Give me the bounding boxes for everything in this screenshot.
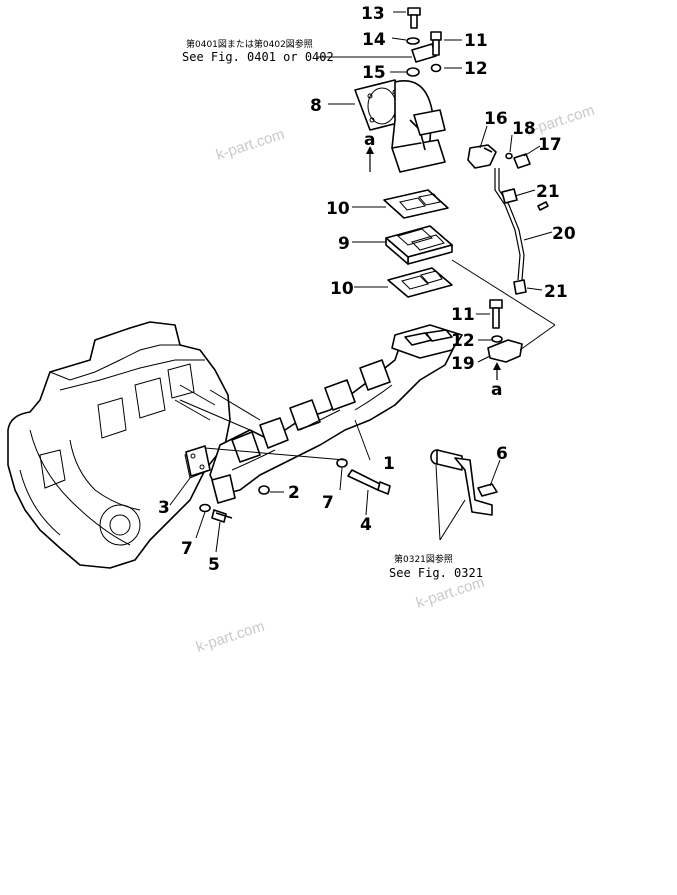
leader-lines xyxy=(169,11,556,553)
callout-14: 14 xyxy=(362,30,386,50)
watermark: k-part.com xyxy=(214,126,287,164)
bracket-19 xyxy=(487,339,523,363)
marker-a-bottom-label: a xyxy=(491,380,502,400)
tube-20 xyxy=(494,168,525,281)
callout-11: 11 xyxy=(451,305,475,325)
watermark: k-part.com xyxy=(194,618,267,656)
callout-10: 10 xyxy=(326,199,350,219)
callout-7: 7 xyxy=(322,493,334,513)
callout-11: 11 xyxy=(464,31,488,51)
marker-a-top xyxy=(366,146,374,172)
plug-2 xyxy=(258,485,270,495)
bolt-11-upper xyxy=(430,31,442,56)
callout-7: 7 xyxy=(181,539,193,559)
callout-19: 19 xyxy=(451,354,475,374)
washer-18 xyxy=(505,152,513,160)
washer-12-upper xyxy=(430,63,442,73)
fitting-21-upper xyxy=(501,188,518,204)
spacer-9 xyxy=(385,225,453,265)
callout-15: 15 xyxy=(362,63,386,83)
callout-labels: 13 14 15 11 12 8 16 18 17 21 20 21 10 9 … xyxy=(158,4,576,575)
fitting-21-lower xyxy=(513,279,527,295)
exhaust-manifold xyxy=(209,324,463,504)
callout-12: 12 xyxy=(451,331,475,351)
gasket-3 xyxy=(185,445,211,477)
washer-15 xyxy=(406,67,420,77)
callout-13: 13 xyxy=(361,4,385,24)
exhaust-elbow-8 xyxy=(354,79,446,173)
marker-a-top-label: a xyxy=(364,130,375,150)
engine-block-outline xyxy=(7,321,231,569)
callout-5: 5 xyxy=(208,555,220,575)
callout-3: 3 xyxy=(158,498,170,518)
reference-0401-english: See Fig. 0401 or 0402 xyxy=(182,50,334,64)
clip xyxy=(537,201,549,211)
bracket-6 xyxy=(430,449,498,516)
callout-4: 4 xyxy=(360,515,372,535)
callout-9: 9 xyxy=(338,234,350,254)
callout-10: 10 xyxy=(330,279,354,299)
gasket-10-lower xyxy=(387,267,453,298)
washer-7-right xyxy=(336,458,348,468)
connector-16 xyxy=(467,144,497,169)
figure-references: 第0401図または第0402図参照 See Fig. 0401 or 0402 … xyxy=(182,38,483,580)
callout-1: 1 xyxy=(383,454,395,474)
bolt-11-lower xyxy=(489,299,503,329)
washer-12-lower xyxy=(491,335,503,343)
callout-21: 21 xyxy=(544,282,568,302)
callout-2: 2 xyxy=(288,483,300,503)
callout-18: 18 xyxy=(512,119,536,139)
reference-0321-japanese: 第0321図参照 xyxy=(394,553,453,565)
washer-7-left xyxy=(199,503,211,513)
callout-12: 12 xyxy=(464,59,488,79)
bolt-13 xyxy=(407,7,421,29)
bolt-17 xyxy=(513,153,531,169)
reference-0321-english: See Fig. 0321 xyxy=(389,566,483,580)
bolt-5 xyxy=(211,509,233,523)
callout-21: 21 xyxy=(536,182,560,202)
callout-20: 20 xyxy=(552,224,576,244)
callout-6: 6 xyxy=(496,444,508,464)
gasket-10-upper xyxy=(383,189,449,219)
reference-0401-japanese: 第0401図または第0402図参照 xyxy=(186,38,313,50)
bolt-4 xyxy=(347,469,391,495)
callout-16: 16 xyxy=(484,109,508,129)
callout-17: 17 xyxy=(538,135,562,155)
marker-a-bottom xyxy=(493,362,501,380)
lock-plate-14 xyxy=(406,37,437,63)
callout-8: 8 xyxy=(310,96,322,116)
